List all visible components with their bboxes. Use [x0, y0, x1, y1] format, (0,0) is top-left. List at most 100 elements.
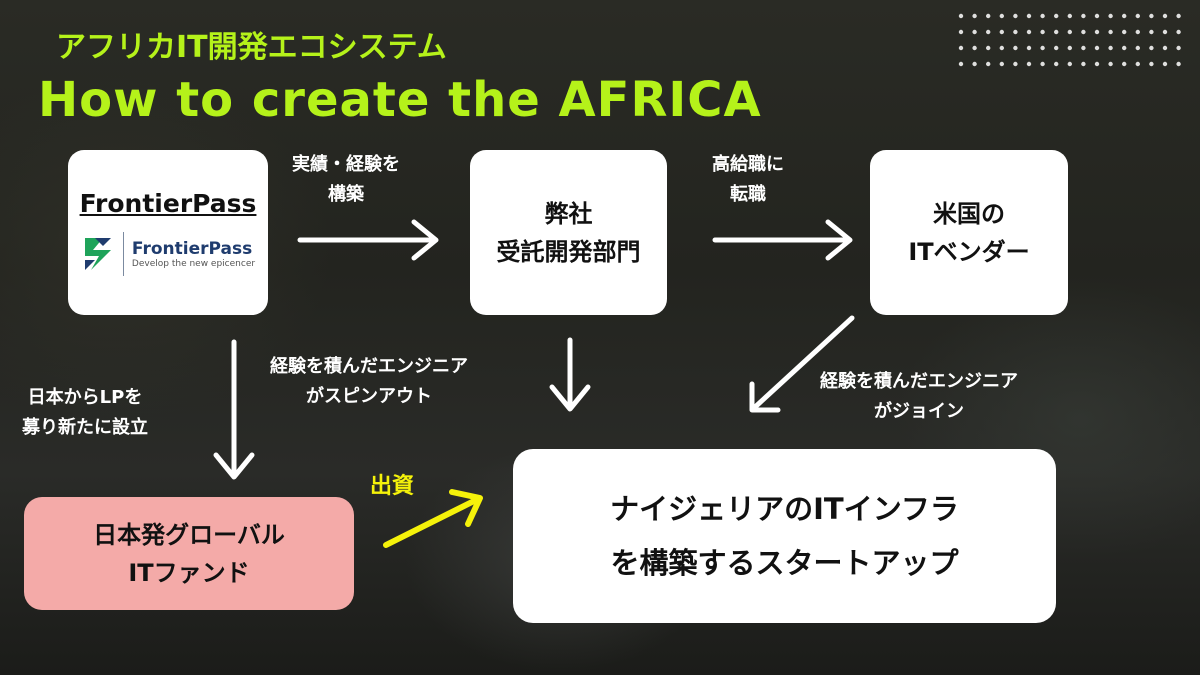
decoration-dot [999, 29, 1004, 35]
decoration-dot [1040, 13, 1045, 19]
decoration-dot [958, 61, 964, 67]
decoration-dot [1149, 29, 1154, 35]
decoration-dot [1094, 61, 1100, 67]
decoration-dot [1026, 61, 1032, 67]
decoration-dot [1081, 45, 1086, 51]
frontierpass-box: FrontierPass FrontierPass Develop the ne… [68, 150, 268, 315]
us-vendor-box-line1: 米国の [933, 199, 1005, 228]
arrow-company-to-startup [549, 337, 591, 412]
decoration-dot [972, 13, 977, 19]
company-box-line1: 弊社 [544, 199, 593, 228]
label-build-experience-line2: 構築 [328, 184, 364, 205]
global-it-fund-box: 日本発グローバル ITファンド [24, 497, 354, 610]
decoration-dot [999, 45, 1004, 51]
decoration-dot [1162, 29, 1168, 35]
decoration-dot [1067, 61, 1072, 67]
decoration-dot [999, 13, 1004, 19]
startup-box-line2: を構築するスタートアップ [610, 546, 959, 580]
arrow-frontierpass-to-company [297, 219, 439, 261]
arrow-frontierpass-to-fund [213, 339, 255, 480]
decoration-dot [1094, 45, 1100, 51]
frontierpass-logo-icon [84, 238, 111, 270]
decoration-dot [1026, 45, 1032, 51]
decoration-dot [1176, 45, 1181, 51]
fund-box-line1: 日本発グローバル [93, 520, 285, 549]
logo-separator [122, 232, 124, 276]
arrow-company-to-vendor [712, 219, 853, 261]
decoration-dot [1054, 13, 1059, 19]
decoration-dot [972, 61, 977, 67]
frontierpass-title: FrontierPass [79, 189, 257, 218]
label-lp-fund-line1: 日本からLPを [27, 387, 143, 408]
decoration-dot [1026, 13, 1032, 19]
arrow-fund-to-startup [383, 489, 483, 548]
label-build-experience: 実績・経験を 構築 [292, 150, 400, 210]
decoration-dot [1162, 61, 1168, 67]
label-spinout: 経験を積んだエンジニア がスピンアウト [270, 352, 468, 412]
logo-name: FrontierPass [131, 239, 253, 259]
decoration-dot [1162, 45, 1168, 51]
decoration-dot [958, 29, 964, 35]
decoration-dot [1013, 61, 1018, 67]
decoration-dot [1122, 29, 1127, 35]
decoration-dot [1135, 45, 1140, 51]
decoration-dot [986, 13, 991, 19]
decoration-dot [1013, 29, 1018, 35]
label-lp-fund-line2: 募り新たに設立 [22, 417, 148, 438]
label-spinout-line2: がスピンアウト [306, 386, 432, 407]
company-dev-dept-box: 弊社 受託開発部門 [470, 150, 667, 315]
label-lp-fund: 日本からLPを 募り新たに設立 [22, 383, 148, 443]
label-spinout-line1: 経験を積んだエンジニア [270, 356, 468, 377]
label-join-line2: がジョイン [874, 401, 964, 422]
decoration-dot [1040, 61, 1045, 67]
decoration-dot [1081, 13, 1086, 19]
decoration-dot [986, 45, 991, 51]
company-box-line2: 受託開発部門 [496, 237, 641, 266]
us-vendor-box-line2: ITベンダー [908, 237, 1030, 266]
decoration-dot [972, 45, 977, 51]
decoration-dot [1108, 29, 1113, 35]
decoration-dot [1176, 61, 1181, 67]
label-join-line1: 経験を積んだエンジニア [820, 371, 1018, 392]
decoration-dot [1162, 13, 1168, 19]
decoration-dot [958, 13, 964, 19]
label-job-change-line1: 高給職に [712, 154, 784, 175]
decoration-dot [1149, 13, 1154, 19]
decoration-dot [1135, 29, 1140, 35]
decoration-dot [1122, 61, 1127, 67]
decoration-dot [972, 29, 977, 35]
label-build-experience-line1: 実績・経験を [292, 154, 400, 175]
decoration-dot [1122, 13, 1127, 19]
decoration-dot [1081, 29, 1086, 35]
dot-grid-decoration [958, 13, 1181, 67]
decoration-dot [1081, 61, 1086, 67]
decoration-dot [1176, 13, 1181, 19]
page-title: How to create the AFRICA [38, 72, 762, 128]
label-join: 経験を積んだエンジニア がジョイン [820, 367, 1018, 427]
nigeria-startup-box: ナイジェリアのITインフラ を構築するスタートアップ [513, 449, 1056, 623]
decoration-dot [1108, 13, 1113, 19]
decoration-dot [1135, 61, 1140, 67]
logo-tagline: Develop the new epicencer [131, 259, 256, 269]
decoration-dot [1122, 45, 1127, 51]
decoration-dot [1054, 45, 1059, 51]
decoration-dot [1176, 29, 1181, 35]
us-it-vendor-box: 米国の ITベンダー [870, 150, 1068, 315]
decoration-dot [1013, 45, 1018, 51]
decoration-dot [1108, 61, 1113, 67]
decoration-dot [1108, 45, 1113, 51]
decoration-dot [1040, 29, 1045, 35]
decoration-dot [1054, 29, 1059, 35]
decoration-dot [1094, 29, 1100, 35]
label-job-change-line2: 転職 [730, 184, 766, 205]
decoration-dot [986, 61, 991, 67]
decoration-dot [958, 45, 964, 51]
label-investment: 出資 [370, 474, 415, 499]
decoration-dot [1067, 45, 1072, 51]
decoration-dot [1067, 29, 1072, 35]
page-subtitle: アフリカIT開発エコシステム [56, 30, 447, 65]
decoration-dot [1026, 29, 1032, 35]
decoration-dot [986, 29, 991, 35]
startup-box-line1: ナイジェリアのITインフラ [610, 492, 959, 526]
